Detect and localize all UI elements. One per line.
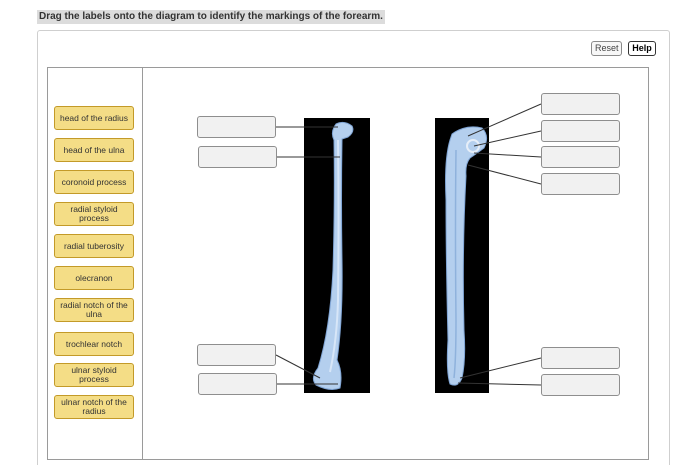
- drop-target[interactable]: [197, 116, 276, 138]
- label-chip[interactable]: radial styloid process: [54, 202, 134, 226]
- reset-button[interactable]: Reset: [591, 41, 622, 56]
- label-chip[interactable]: head of the radius: [54, 106, 134, 130]
- label-chip[interactable]: coronoid process: [54, 170, 134, 194]
- instruction-text: Drag the labels onto the diagram to iden…: [37, 10, 385, 24]
- label-chip[interactable]: ulnar styloid process: [54, 363, 134, 387]
- label-chip[interactable]: radial tuberosity: [54, 234, 134, 258]
- drop-target[interactable]: [541, 120, 620, 142]
- label-chip[interactable]: ulnar notch of the radius: [54, 395, 134, 419]
- drop-target[interactable]: [541, 347, 620, 369]
- radius-bone-image: [312, 121, 354, 390]
- label-chip[interactable]: head of the ulna: [54, 138, 134, 162]
- label-chip[interactable]: radial notch of the ulna: [54, 298, 134, 322]
- label-chip[interactable]: trochlear notch: [54, 332, 134, 356]
- drop-target[interactable]: [197, 344, 276, 366]
- drop-target[interactable]: [198, 373, 277, 395]
- drop-target[interactable]: [541, 146, 620, 168]
- label-chip[interactable]: olecranon: [54, 266, 134, 290]
- drop-target[interactable]: [198, 146, 277, 168]
- drop-target[interactable]: [541, 374, 620, 396]
- help-button[interactable]: Help: [628, 41, 656, 56]
- label-bank: [47, 67, 143, 460]
- drop-target[interactable]: [541, 93, 620, 115]
- drop-target[interactable]: [541, 173, 620, 195]
